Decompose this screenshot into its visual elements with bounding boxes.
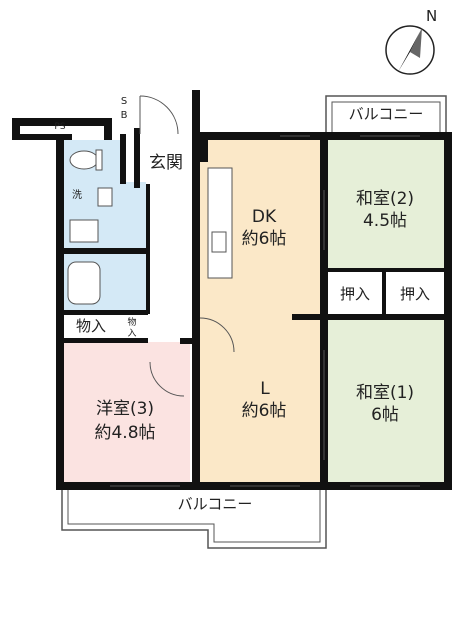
closet-left-label: 押入 — [339, 285, 370, 303]
yoshitsu3-floor — [62, 342, 190, 484]
balcony-top-label: バルコニー — [348, 105, 424, 123]
balcony-bottom-label: バルコニー — [177, 495, 253, 513]
storage-small-label-1: 物 — [127, 318, 137, 328]
washitsu1-floor — [326, 316, 446, 484]
washitsu2-name: 和室(2) — [355, 189, 415, 209]
yoshitsu3-name: 洋室(3) — [95, 399, 155, 419]
dk-size: 約6帖 — [241, 229, 287, 249]
living-size: 約6帖 — [241, 401, 287, 421]
storage-main-label: 物入 — [75, 317, 106, 335]
closet-right-floor — [386, 272, 444, 314]
washitsu2-size: 4.5帖 — [362, 211, 408, 231]
bathtub — [67, 261, 101, 305]
balcony-top-outline — [325, 95, 447, 136]
genkan-label: 玄関 — [149, 153, 183, 173]
ps-label: PS — [54, 122, 66, 132]
storage-small-label-2: 入 — [127, 329, 137, 339]
living-name: L — [260, 379, 270, 399]
living-floor — [200, 318, 326, 484]
closet-left-floor — [326, 272, 384, 314]
wash-basin — [69, 219, 99, 243]
sb-label-s: S — [120, 96, 128, 107]
balcony-bottom-outline — [61, 488, 327, 549]
wash-label: 洗 — [72, 190, 82, 201]
kitchen-counter — [207, 167, 233, 279]
storage-floor — [62, 314, 182, 340]
compass-north-label: N — [426, 7, 438, 25]
compass-icon — [385, 25, 435, 75]
washitsu1-name: 和室(1) — [355, 383, 415, 403]
washitsu1-size: 6帖 — [371, 405, 399, 425]
dk-name: DK — [251, 207, 277, 227]
toilet-fixture — [69, 150, 99, 170]
sb-label-b: B — [120, 110, 128, 121]
washitsu2-floor — [326, 140, 446, 270]
yoshitsu3-size: 約4.8帖 — [94, 423, 156, 443]
closet-right-label: 押入 — [399, 285, 430, 303]
